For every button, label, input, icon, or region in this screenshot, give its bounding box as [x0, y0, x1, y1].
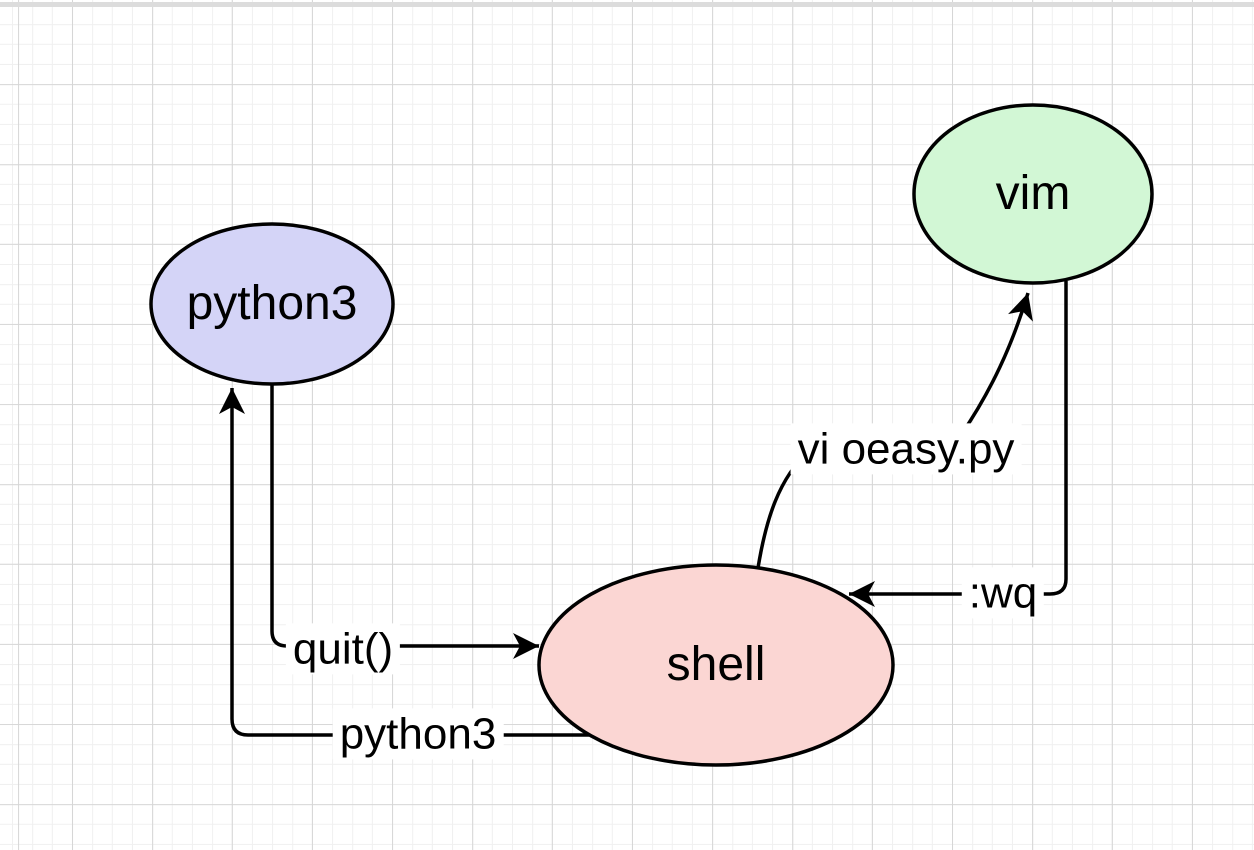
node-shell[interactable] — [537, 563, 895, 767]
node-label-shell[interactable]: shell — [666, 638, 766, 692]
window-top-strip — [0, 2, 1254, 7]
edge-shell-to-python3[interactable] — [219, 388, 589, 737]
edge-label-vi-oeasy[interactable]: vi oeasy.py — [790, 423, 1022, 475]
edge-shell-to-vim-upper[interactable] — [959, 292, 1033, 436]
edge-label-wq[interactable]: :wq — [961, 567, 1045, 619]
edge-label-quit[interactable]: quit() — [285, 623, 401, 675]
node-label-python3[interactable]: python3 — [186, 277, 358, 331]
node-vim[interactable] — [912, 103, 1154, 285]
edge-python3-to-shell[interactable] — [270, 384, 539, 659]
node-label-vim[interactable]: vim — [995, 167, 1071, 221]
edge-vim-to-shell[interactable] — [849, 281, 1068, 607]
edge-label-python3-cmd[interactable]: python3 — [332, 708, 504, 760]
